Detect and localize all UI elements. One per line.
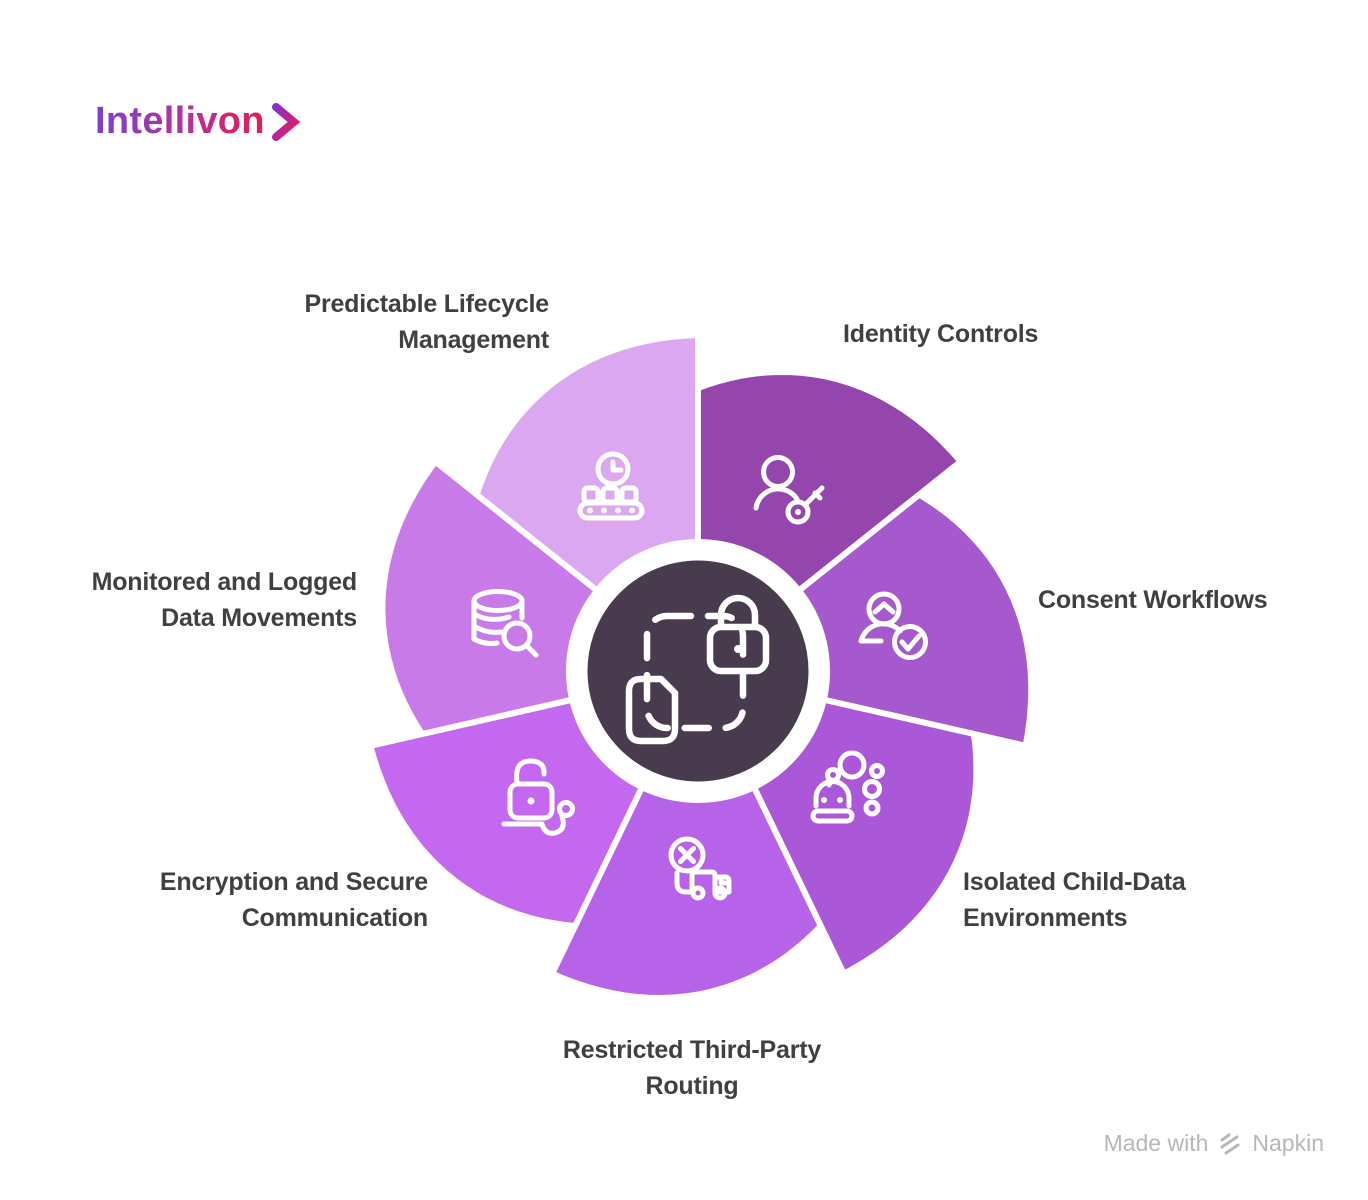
blocked-truck-icon: [668, 836, 732, 901]
label-identity-controls: Identity Controls: [843, 320, 1039, 348]
attribution-prefix: Made with: [1103, 1130, 1209, 1156]
clock-conveyor-icon: [577, 451, 645, 521]
attribution: Made with Napkin: [1104, 1130, 1324, 1157]
label-consent-workflows: Consent Workflows: [1038, 586, 1268, 614]
wheel-segments: [367, 332, 1035, 1001]
segment-monitored-and-logged-data-movements: [379, 458, 601, 737]
attribution-brand: Napkin: [1252, 1130, 1324, 1156]
label-isolated-child-data-environments: Isolated Child-Data Environments: [963, 868, 1186, 932]
brand-chevron-icon: [271, 103, 301, 141]
napkin-logo-icon: [1220, 1133, 1240, 1154]
label-predictable-lifecycle-management: Predictable Lifecycle Management: [304, 290, 549, 354]
segment-isolated-child-data-environments: [751, 696, 980, 977]
segment-predictable-lifecycle-management: [473, 332, 701, 594]
segment-encryption-and-secure-communication: [367, 696, 645, 929]
user-check-icon: [858, 591, 928, 660]
database-search-icon: [471, 589, 539, 658]
robot-bubbles-icon: [810, 750, 885, 824]
label-encryption-and-secure-communication: Encryption and Secure Communication: [159, 868, 428, 932]
brand-logo: Intellivon: [95, 98, 301, 144]
user-key-icon: [753, 455, 825, 525]
brand-logo-text: Intellivon: [95, 99, 265, 142]
label-restricted-third-party-routing: Restricted Third-Party Routing: [562, 1036, 822, 1100]
label-monitored-and-logged-data-movements: Monitored and Logged Data Movements: [91, 568, 358, 632]
segment-identity-controls: [695, 369, 964, 594]
data-protection-icon: [625, 594, 770, 745]
center-circle: [580, 553, 816, 789]
unlocked-padlock-cable-icon: [501, 758, 575, 836]
segment-consent-workflows: [795, 491, 1035, 749]
